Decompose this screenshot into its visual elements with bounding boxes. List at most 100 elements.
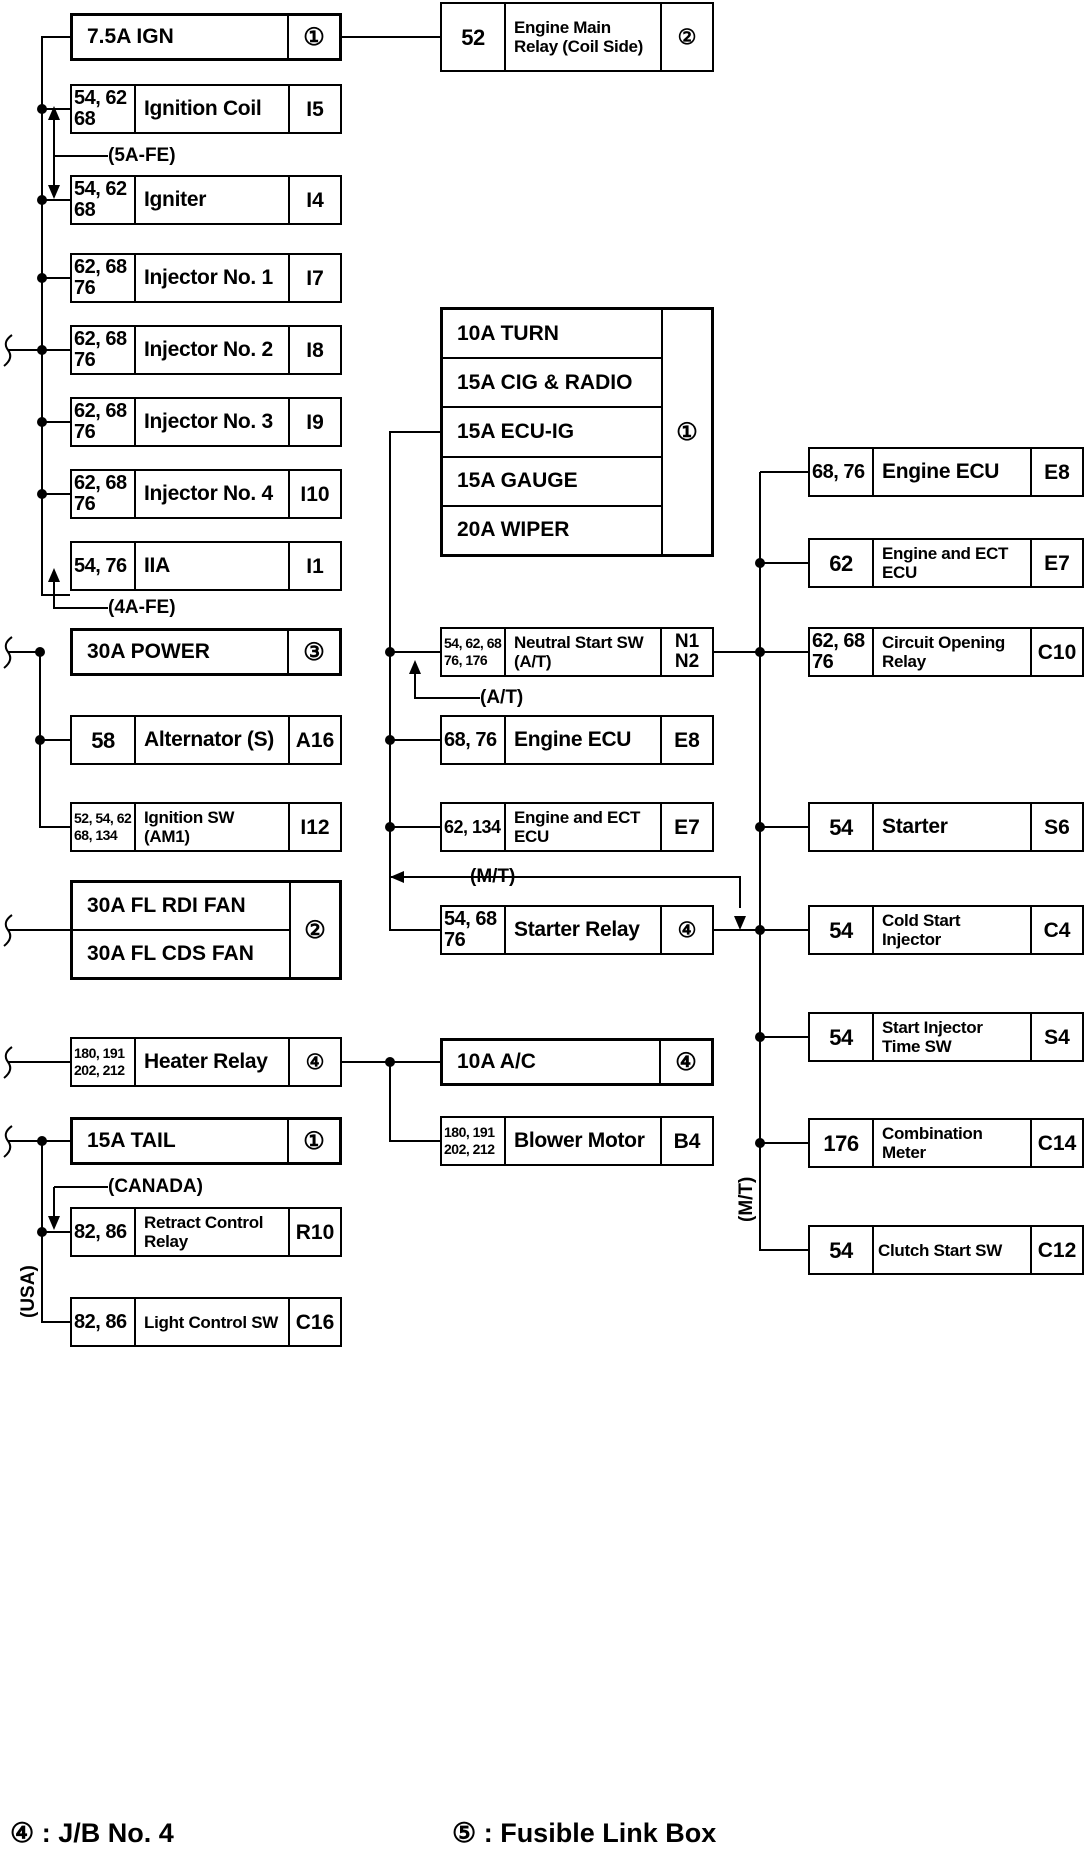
component-name: Ignition Coil	[136, 86, 290, 132]
fuse-ecu-ig: 15A ECU-IG	[443, 408, 661, 458]
component-code: C16	[295, 1310, 335, 1334]
note-5a-fe: (5A-FE)	[108, 145, 176, 166]
circuit-opening-relay: 62, 68 76 Circuit Opening Relay C10	[808, 627, 1084, 677]
component-name: Blower Motor	[506, 1118, 662, 1164]
alternator: 58 Alternator (S) A16	[70, 715, 342, 765]
page-ref: 176	[810, 1120, 874, 1166]
fuse-10a-ac: 10A A/C ④	[440, 1038, 714, 1086]
component-name: Start Injector Time SW	[874, 1014, 1032, 1060]
fuse-turn: 10A TURN	[443, 310, 661, 360]
page-ref: 68, 76	[810, 449, 874, 495]
page-ref: 62, 68 76	[72, 471, 136, 517]
fuse-7-5a-ign: 7.5A IGN ①	[70, 13, 342, 61]
component-code: I10	[300, 482, 330, 506]
component-name: Clutch Start SW	[874, 1227, 1032, 1273]
iia: 54, 76 IIA I1	[70, 541, 342, 591]
page-ref: 62, 68 76	[810, 629, 874, 675]
legend-jb4: ④ : J/B No. 4	[10, 1818, 174, 1848]
component-code: I1	[306, 554, 324, 578]
fuse-15a-tail: 15A TAIL ①	[70, 1117, 342, 1165]
component-name: Starter	[874, 804, 1032, 850]
box-number: ①	[303, 1127, 325, 1155]
fuse-gauge: 15A GAUGE	[443, 458, 661, 507]
component-code: B4	[673, 1129, 701, 1153]
fuse-wiper: 20A WIPER	[457, 518, 570, 542]
cold-start-injector: 54 Cold Start Injector C4	[808, 905, 1084, 955]
component-code: ②	[677, 25, 697, 49]
engine-ect-ecu-right: 62 Engine and ECT ECU E7	[808, 538, 1084, 588]
igniter: 54, 62 68 Igniter I4	[70, 175, 342, 225]
component-code: ④	[677, 918, 697, 942]
page-ref: 52	[442, 4, 506, 70]
page-ref: 52, 54, 62 68, 134	[72, 804, 136, 850]
page-ref: 180, 191 202, 212	[72, 1039, 136, 1085]
fuse-label: 7.5A IGN	[73, 16, 289, 58]
page-ref: 54	[810, 1227, 874, 1273]
component-code: E8	[1044, 460, 1070, 484]
ignition-sw: 52, 54, 62 68, 134 Ignition SW (AM1) I12	[70, 802, 342, 852]
box-number: ③	[303, 638, 325, 666]
note-mt: (M/T)	[470, 866, 516, 887]
component-code: S4	[1044, 1025, 1070, 1049]
component-code: E7	[674, 815, 700, 839]
note-canada: (CANADA)	[108, 1176, 203, 1197]
light-control-sw: 82, 86 Light Control SW C16	[70, 1297, 342, 1347]
start-injector-time-sw: 54 Start Injector Time SW S4	[808, 1012, 1084, 1062]
component-name: Starter Relay	[506, 907, 662, 953]
engine-ecu-right: 68, 76 Engine ECU E8	[808, 447, 1084, 497]
component-name: Engine and ECT ECU	[874, 540, 1032, 586]
injector-no-1: 62, 68 76 Injector No. 1 I7	[70, 253, 342, 303]
fuse-fan-block: 30A FL RDI FAN 30A FL CDS FAN ②	[70, 880, 342, 980]
page-ref: 54, 76	[72, 543, 136, 589]
component-code: I4	[306, 188, 324, 212]
component-code: C10	[1037, 640, 1077, 664]
component-code: ④	[305, 1050, 325, 1074]
component-name: Cold Start Injector	[874, 907, 1032, 953]
page-ref: 180, 191 202, 212	[442, 1118, 506, 1164]
component-name: Ignition SW (AM1)	[136, 804, 290, 850]
neutral-start-sw: 54, 62, 68 76, 176 Neutral Start SW (A/T…	[440, 627, 714, 677]
note-4a-fe: (4A-FE)	[108, 597, 176, 618]
component-code: I5	[306, 97, 324, 121]
clutch-start-sw: 54 Clutch Start SW C12	[808, 1225, 1084, 1275]
note-at: (A/T)	[480, 687, 524, 708]
injector-no-3: 62, 68 76 Injector No. 3 I9	[70, 397, 342, 447]
injector-no-4: 62, 68 76 Injector No. 4 I10	[70, 469, 342, 519]
component-code: E8	[674, 728, 700, 752]
page-ref: 54, 68 76	[442, 907, 506, 953]
fuse-rdi-fan: 30A FL RDI FAN	[73, 883, 289, 931]
page-ref: 54	[810, 1014, 874, 1060]
component-name: Igniter	[136, 177, 290, 223]
component-code: I9	[306, 410, 324, 434]
fuse-label: 30A POWER	[73, 631, 289, 673]
component-code: C14	[1037, 1131, 1077, 1155]
box-number: ②	[304, 916, 326, 944]
legend-fusible-link-box: ⑤ : Fusible Link Box	[452, 1818, 717, 1848]
heater-relay: 180, 191 202, 212 Heater Relay ④	[70, 1037, 342, 1087]
fuse-30a-power: 30A POWER ③	[70, 628, 342, 676]
component-name: Engine Main Relay (Coil Side)	[506, 4, 662, 70]
page-ref: 68, 76	[442, 717, 506, 763]
page-ref: 54, 62, 68 76, 176	[442, 629, 506, 675]
page-ref: 54	[810, 907, 874, 953]
component-name: Engine and ECT ECU	[506, 804, 662, 850]
page-ref: 82, 86	[72, 1209, 136, 1255]
page-ref: 82, 86	[72, 1299, 136, 1345]
page-ref: 58	[72, 717, 136, 763]
engine-ecu-mid: 68, 76 Engine ECU E8	[440, 715, 714, 765]
component-name: Engine ECU	[874, 449, 1032, 495]
component-code: I8	[306, 338, 324, 362]
component-code: A16	[295, 728, 335, 752]
engine-ect-ecu-mid: 62, 134 Engine and ECT ECU E7	[440, 802, 714, 852]
component-code: N1 N2	[674, 631, 700, 672]
component-code: I7	[306, 266, 324, 290]
blower-motor: 180, 191 202, 212 Blower Motor B4	[440, 1116, 714, 1166]
fuse-main-stack: 10A TURN 15A CIG & RADIO 15A ECU-IG 15A …	[440, 307, 714, 557]
ignition-coil: 54, 62 68 Ignition Coil I5	[70, 84, 342, 134]
component-code: S6	[1044, 815, 1070, 839]
component-code: E7	[1044, 551, 1070, 575]
component-name: Heater Relay	[136, 1039, 290, 1085]
component-code: I12	[300, 815, 330, 839]
box-number: ①	[303, 23, 325, 51]
